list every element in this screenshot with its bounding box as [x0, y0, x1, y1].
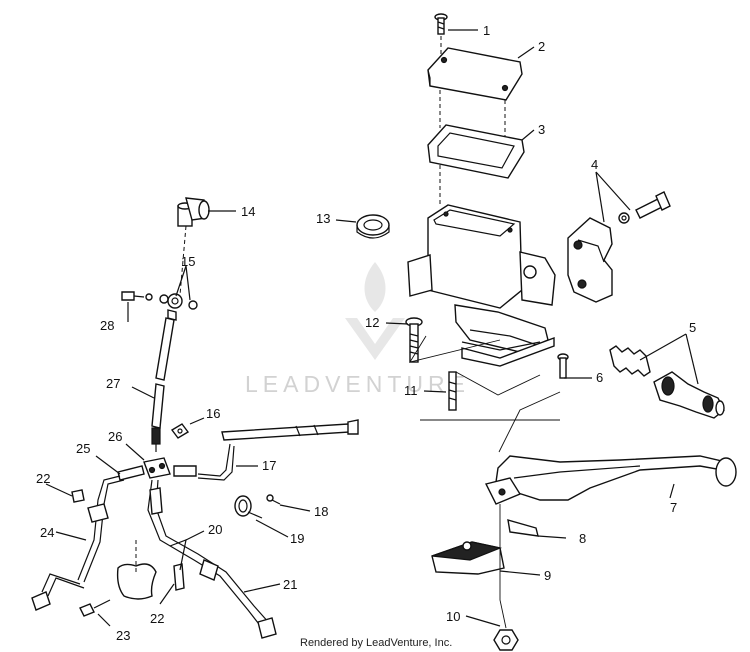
lever-bolt — [448, 371, 457, 411]
right-brake-hose — [147, 479, 277, 639]
callout-26: 26 — [108, 429, 122, 444]
piston-kit — [609, 345, 725, 419]
bleeder-valve — [170, 423, 190, 439]
callout-4: 4 — [591, 157, 598, 172]
hose-clamp-screw-left — [71, 489, 85, 503]
boot-seal — [356, 214, 390, 239]
callout-25: 25 — [76, 441, 90, 456]
junction-block — [143, 457, 197, 479]
callout-20: 20 — [208, 522, 222, 537]
callout-13: 13 — [316, 211, 330, 226]
callout-28: 28 — [100, 318, 114, 333]
callout-22-bottom: 22 — [150, 611, 164, 626]
lever-bracket — [431, 541, 505, 575]
tee-fitting — [177, 197, 210, 227]
callout-2: 2 — [538, 39, 545, 54]
return-spring — [507, 519, 539, 537]
cover-screw — [434, 13, 448, 35]
reservoir-gasket — [427, 124, 525, 179]
mounting-plate — [116, 540, 157, 600]
callout-22-left: 22 — [36, 471, 50, 486]
callout-12: 12 — [365, 315, 379, 330]
callout-1: 1 — [483, 23, 490, 38]
footer-credit: Rendered by LeadVenture, Inc. — [300, 637, 452, 649]
left-brake-hose — [31, 465, 145, 611]
callout-11: 11 — [404, 383, 418, 398]
callout-23: 23 — [116, 628, 130, 643]
watermark-brand: LEADVENTURE — [245, 371, 470, 397]
callout-7: 7 — [670, 500, 677, 515]
callout-10: 10 — [446, 609, 460, 624]
watermark: LEADVENTURE — [245, 262, 470, 397]
callout-18: 18 — [314, 504, 328, 519]
callout-16: 16 — [206, 406, 220, 421]
lever-nut — [493, 629, 519, 651]
callout-21: 21 — [283, 577, 297, 592]
callout-9: 9 — [544, 568, 551, 583]
callout-6: 6 — [596, 370, 603, 385]
mount-screw — [405, 317, 423, 363]
plate-screw — [79, 599, 111, 617]
pivot-pin — [557, 353, 569, 379]
callout-labels: 1 2 3 4 5 6 7 8 9 10 11 12 13 14 15 16 1… — [36, 23, 696, 643]
handlebar-clamp — [567, 217, 613, 303]
callout-8: 8 — [579, 531, 586, 546]
banjo-washers — [145, 293, 198, 310]
upper-brake-hose — [151, 309, 177, 452]
clamp-bolt — [618, 191, 671, 224]
master-cylinder-body — [407, 204, 556, 367]
leader-lines — [45, 29, 699, 627]
leadventure-logo-icon — [345, 262, 405, 360]
brake-line-group — [31, 197, 359, 639]
callout-17: 17 — [262, 458, 276, 473]
callout-15: 15 — [181, 254, 195, 269]
hose-clamp — [234, 495, 263, 519]
clamp-screw — [266, 494, 281, 505]
callout-27: 27 — [106, 376, 120, 391]
lever-hose — [197, 419, 359, 481]
master-cylinder-group — [356, 13, 737, 651]
bleed-screw — [121, 291, 145, 301]
callout-19: 19 — [290, 531, 304, 546]
callout-14: 14 — [241, 204, 255, 219]
brake-lever — [484, 455, 737, 505]
callout-24: 24 — [40, 525, 54, 540]
reservoir-cover — [427, 47, 523, 101]
callout-5: 5 — [689, 320, 696, 335]
callout-3: 3 — [538, 122, 545, 137]
